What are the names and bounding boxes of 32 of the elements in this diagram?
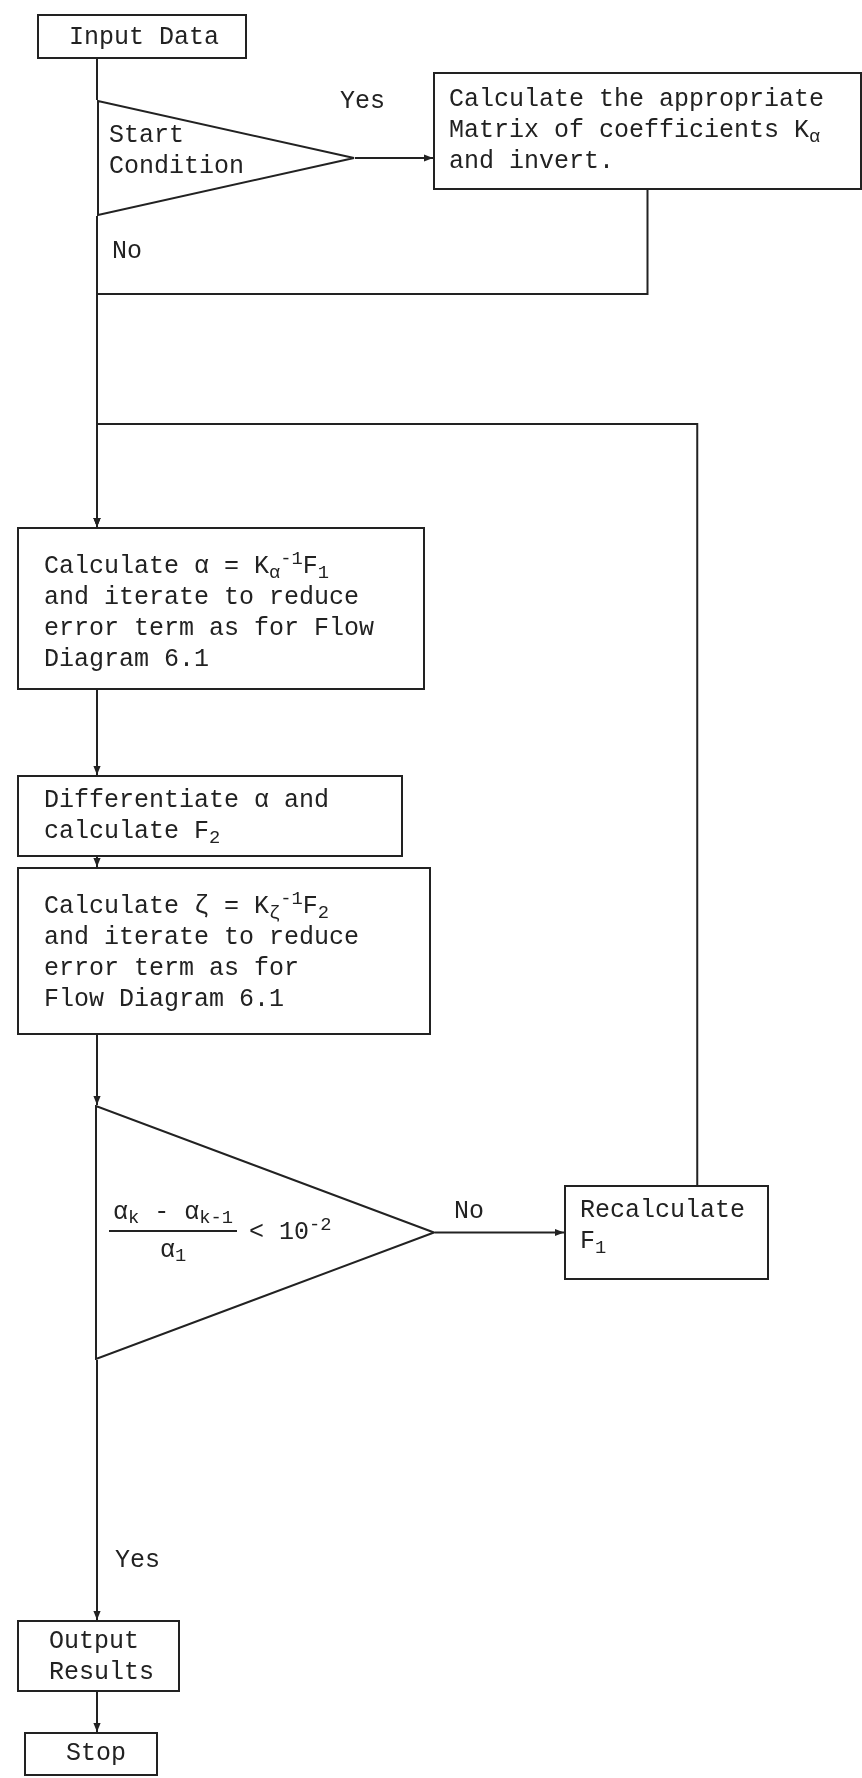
process-box (564, 1185, 769, 1280)
arrow (93, 689, 101, 776)
arrow (93, 1359, 101, 1621)
step-text: Differentiate α and calculate F$_{2}$ (44, 785, 331, 847)
arrow (354, 154, 434, 162)
process-box (37, 14, 247, 59)
decision-triangle (95, 1105, 435, 1360)
process-box (17, 775, 403, 857)
arrow (93, 423, 699, 1186)
step-text: Recalculate F$_{1}$ (580, 1195, 747, 1257)
fraction-denominator: α$_{1}$ (159, 1234, 187, 1270)
process-box (433, 72, 862, 190)
process-box (17, 527, 425, 690)
process-box (24, 1732, 158, 1776)
process-box (17, 867, 431, 1035)
step-text: and iterate to reduce error term as for Flow Diagram 6.1 (44, 922, 361, 1015)
arrow (93, 856, 101, 868)
step-text: Output Results (49, 1626, 156, 1688)
process-box (17, 1620, 180, 1692)
step-text: Stop (66, 1738, 127, 1769)
step-text: Calculate ζ = K$_{ζ}$$^{-1}$F$_{2}$ (44, 891, 331, 922)
connector-line (96, 58, 98, 101)
decision-text: Start Condition (109, 120, 246, 182)
fraction-numerator: α$_{k}$ - α$_{k-1}$ (109, 1195, 238, 1232)
arrow (434, 1228, 565, 1237)
step-text: Calculate α = K$_{α}$$^{-1}$F$_{1}$ (44, 551, 331, 582)
arrow (93, 1034, 101, 1106)
comparison-text: < 10$^{-2}$ (249, 1217, 332, 1248)
step-text: Calculate the appropriate Matrix of coefficients K$_{α}$ and invert. (449, 84, 826, 177)
step-text: Input Data (69, 22, 221, 53)
step-text: and iterate to reduce error term as for Flow Diagram 6.1 (44, 582, 376, 675)
arrow (93, 1691, 101, 1733)
